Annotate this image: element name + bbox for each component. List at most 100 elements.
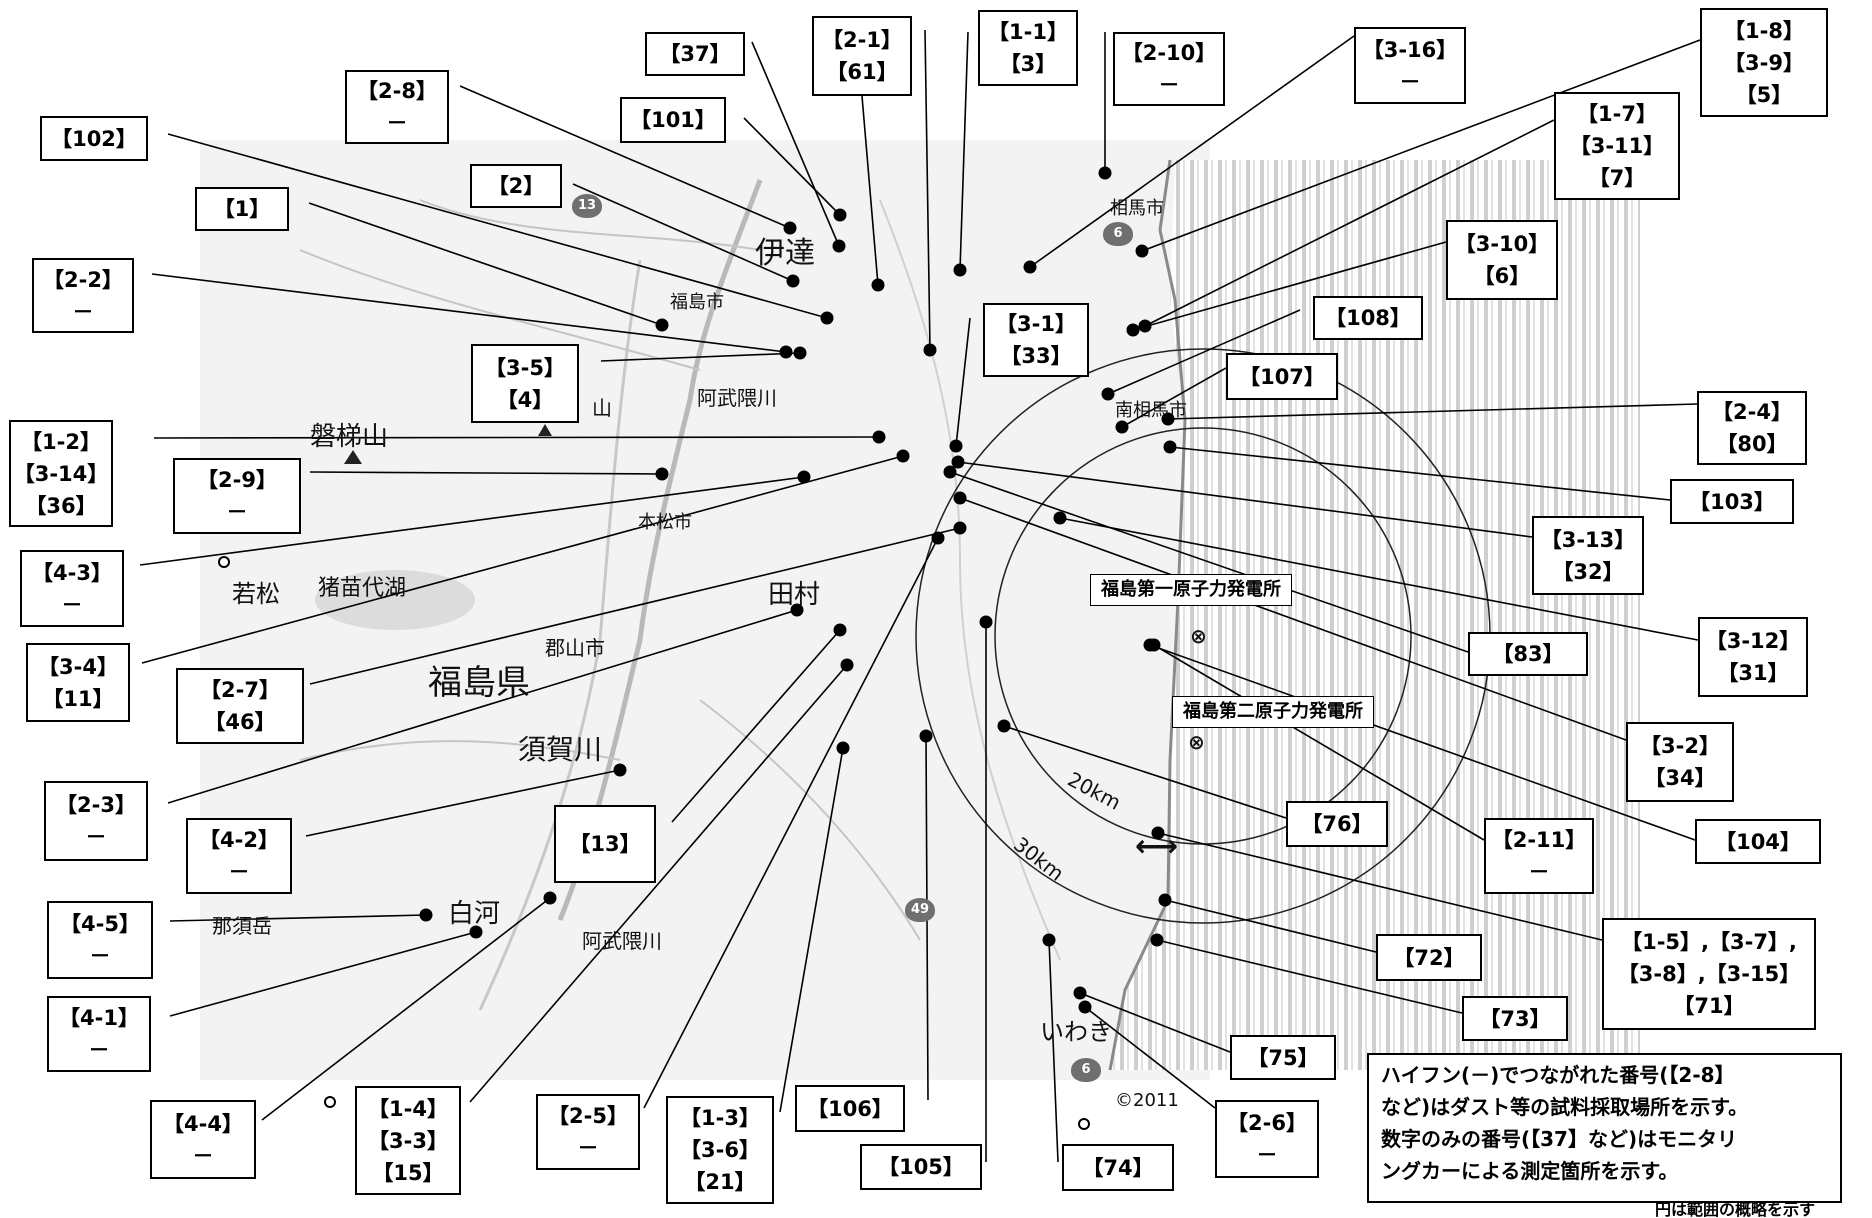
sample-point-1-3: [836, 741, 850, 755]
sample-point-108: [1101, 387, 1115, 401]
sample-point-2-10: [1098, 166, 1112, 180]
leader-line-1-1: [959, 31, 969, 271]
leader-line-4-1: [169, 931, 477, 1017]
place-nihonmatsu: 本松市: [638, 512, 692, 533]
sample-point-37: [832, 239, 846, 253]
place-nasudake: 那須岳: [212, 914, 272, 938]
sample-point-2-3: [790, 603, 804, 617]
sample-point-72: [1158, 893, 1172, 907]
leader-line-1-4: [469, 664, 848, 1103]
legend-line-3: 数字のみの番号(【37】など)はモニタリ: [1381, 1127, 1738, 1151]
label-3-16: 【3-16】－: [1354, 27, 1466, 104]
route-13-text: 13: [577, 198, 597, 213]
place-fukushima-city: 福島市: [670, 292, 724, 313]
place-sukagawa: 須賀川: [518, 733, 603, 766]
place-tamura: 田村: [768, 580, 821, 610]
road-network: [299, 199, 921, 941]
label-3-5: 【3-5】【4】: [471, 344, 579, 423]
route-6-shield: 6: [1103, 222, 1133, 246]
legend-line-2: など)はダスト等の試料採取場所を示す。: [1381, 1095, 1749, 1119]
route-49-shield: 49: [905, 898, 935, 922]
leader-line-103: [1169, 446, 1671, 501]
leader-line-1-5: [1157, 832, 1603, 941]
sample-point-1-2: [872, 430, 886, 444]
plant-daini-icon: ⊗: [1188, 730, 1205, 754]
double-arrow-icon: ⟷: [1135, 829, 1179, 864]
label-2-5: 【2-5】－: [536, 1094, 640, 1170]
leader-line-2-6: [1084, 1006, 1216, 1109]
sample-point-2: [786, 274, 800, 288]
label-2-11: 【2-11】－: [1484, 818, 1594, 894]
leader-line-3-10: [1132, 241, 1447, 331]
label-2-4: 【2-4】【80】: [1697, 391, 1807, 465]
sample-point-2-8: [783, 221, 797, 235]
leader-line-2-7: [309, 527, 961, 685]
leader-line-3-5: [600, 352, 801, 362]
leader-line-1-8: [1141, 39, 1701, 252]
leader-line-1-3: [779, 747, 844, 1113]
label-104: 【104】: [1695, 819, 1821, 864]
label-74: 【74】: [1062, 1144, 1174, 1191]
legend-line-1: ハイフン(－)でつながれた番号(【2-8】: [1381, 1063, 1735, 1087]
label-1-5: 【1-5】,【3-7】,【3-8】,【3-15】【71】: [1602, 918, 1816, 1030]
leader-line-3-4: [141, 455, 904, 664]
sample-point-73: [1150, 933, 1164, 947]
label-1-8: 【1-8】【3-9】【5】: [1700, 8, 1828, 117]
label-3-4: 【3-4】【11】: [26, 643, 130, 722]
route-49-text: 49: [910, 902, 930, 917]
place-abukuma-river-north: 阿武隈川: [697, 386, 777, 410]
label-4-1: 【4-1】－: [47, 996, 151, 1072]
leader-line-2-1: [861, 95, 879, 286]
town-marker-3: [1078, 1118, 1090, 1130]
sample-point-2-9: [655, 467, 669, 481]
label-3-1: 【3-1】【33】: [983, 303, 1089, 377]
river-abukuma: [557, 179, 763, 921]
leader-line-2-3: [167, 609, 798, 804]
sample-point-75: [1073, 986, 1087, 1000]
leader-line-1-7: [1144, 119, 1555, 327]
label-1-7: 【1-7】【3-11】【7】: [1554, 92, 1680, 200]
sample-point-2-11: [1147, 638, 1161, 652]
label-2-8: 【2-8】－: [345, 70, 449, 144]
leader-line-2: [572, 183, 794, 282]
sample-point-2-1: [871, 278, 885, 292]
sample-point-1-1: [953, 263, 967, 277]
town-marker-2: [324, 1096, 336, 1108]
route-6s-text: 6: [1081, 1062, 1091, 1077]
leader-line-108: [1107, 309, 1301, 395]
place-aizuwakamatsu: 若松: [232, 580, 280, 608]
leader-line-3-12: [1059, 517, 1699, 641]
label-4-2: 【4-2】－: [186, 818, 292, 894]
plant-label-daiichi: 福島第一原子力発電所: [1090, 574, 1292, 606]
sample-point-3-5: [793, 346, 807, 360]
leader-line-72: [1164, 899, 1377, 953]
sample-point-106: [919, 729, 933, 743]
sample-point-1-5: [1151, 826, 1165, 840]
leader-line-76: [1003, 725, 1287, 819]
label-2-2: 【2-2】－: [32, 258, 134, 333]
leader-line-75: [1079, 992, 1231, 1053]
place-inawashiro: 猪苗代湖: [318, 576, 407, 601]
place-minamisoma: 南相馬市: [1115, 400, 1187, 421]
road-hills: [879, 199, 1061, 961]
sample-point-61: [923, 343, 937, 357]
label-103: 【103】: [1670, 479, 1794, 524]
sample-point-2-6: [1078, 1000, 1092, 1014]
place-abukuma-river-south: 阿武隈川: [582, 929, 662, 953]
leader-line-2-2: [151, 273, 787, 353]
label-108: 【108】: [1313, 296, 1423, 340]
sample-point-2-4: [1161, 412, 1175, 426]
leader-line-2-4: [1167, 403, 1698, 420]
place-yama: 山: [592, 396, 612, 420]
leader-line-2-5: [643, 537, 939, 1109]
sample-point-4-1: [469, 925, 483, 939]
sample-point-2-7: [953, 521, 967, 535]
leader-line-4-4: [261, 897, 551, 1121]
leader-line-2-9: [309, 471, 663, 475]
sample-point-102: [820, 311, 834, 325]
label-2-7: 【2-7】【46】: [176, 668, 304, 744]
label-2-9: 【2-9】－: [173, 458, 301, 534]
label-1-1: 【1-1】【3】: [978, 10, 1078, 86]
label-73: 【73】: [1462, 996, 1568, 1041]
